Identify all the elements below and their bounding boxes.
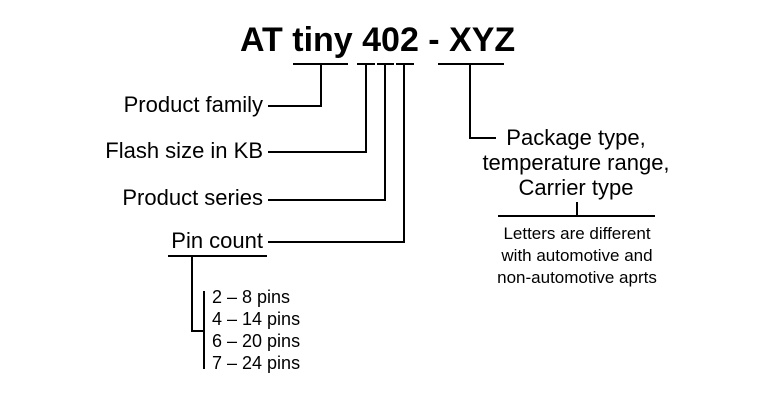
label-product-family: Product family (123, 92, 263, 117)
connector-pin-count (268, 241, 405, 243)
connector-product-series (268, 199, 386, 201)
connector-flash-size (268, 151, 367, 153)
pin-legend-item: 7 – 24 pins (212, 353, 301, 373)
line-tiny-drop (320, 63, 322, 107)
pin-legend-item: 6 – 20 pins (212, 331, 301, 351)
connector-package-type (469, 137, 496, 139)
package-type-line: temperature range, (482, 150, 670, 175)
package-type-line: Carrier type (518, 175, 634, 200)
line-flash-drop (365, 63, 367, 153)
pin-legend-item: 2 – 8 pins (212, 287, 291, 307)
package-note-line: with automotive and (501, 246, 653, 265)
connector-product-family (268, 105, 322, 107)
pin-count-underline (168, 255, 267, 257)
carrier-type-tick (576, 202, 578, 216)
pin-legend-item: 4 – 14 pins (212, 309, 301, 329)
pin-legend-bar (203, 291, 205, 369)
tick-under-xyz (438, 63, 504, 65)
pin-count-bracket-horizontal (191, 330, 204, 332)
package-note-line: Letters are different (503, 224, 651, 243)
label-product-series: Product series (122, 185, 263, 210)
label-pin-count: Pin count (171, 228, 263, 253)
pin-count-legend: 2 – 8 pins 4 – 14 pins 6 – 20 pins 7 – 2… (212, 286, 300, 374)
line-xyz-drop (469, 63, 471, 139)
package-note-line: non-automotive aprts (497, 268, 657, 287)
line-pincount-drop (403, 63, 405, 243)
package-type-line: Package type, (506, 125, 646, 150)
label-flash-size: Flash size in KB (105, 138, 263, 163)
part-number-title: AT tiny 402 - XYZ (240, 21, 516, 59)
pin-count-bracket-vertical (191, 255, 193, 332)
line-series-drop (384, 63, 386, 201)
package-type-label: Package type, temperature range, Carrier… (466, 125, 686, 200)
note-divider (498, 215, 655, 217)
package-note: Letters are different with automotive an… (465, 223, 689, 289)
tick-under-pincount-digit (396, 63, 414, 65)
